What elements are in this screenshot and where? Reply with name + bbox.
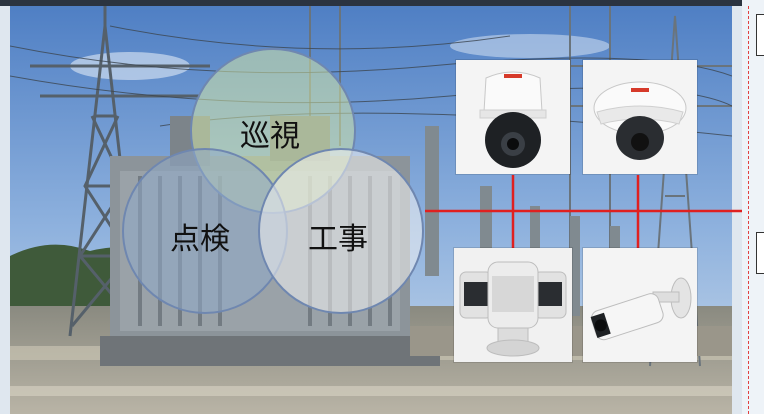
venn-label-right: 工事 xyxy=(308,222,368,257)
venn-label-top: 巡視 xyxy=(240,119,300,154)
bullet-camera-icon xyxy=(583,248,697,362)
right-panel-box-top xyxy=(756,14,764,56)
venn-circle-right xyxy=(258,148,424,314)
venn-label-left: 点検 xyxy=(170,222,230,257)
divider-dashed-line xyxy=(748,6,749,414)
top-window-bar xyxy=(0,0,764,6)
positioning-camera-icon xyxy=(454,248,572,362)
ptz-dome-camera-icon xyxy=(456,60,570,174)
fixed-dome-camera-icon xyxy=(583,60,697,174)
right-panel-strip xyxy=(742,0,764,414)
right-panel-box-middle xyxy=(756,232,764,274)
